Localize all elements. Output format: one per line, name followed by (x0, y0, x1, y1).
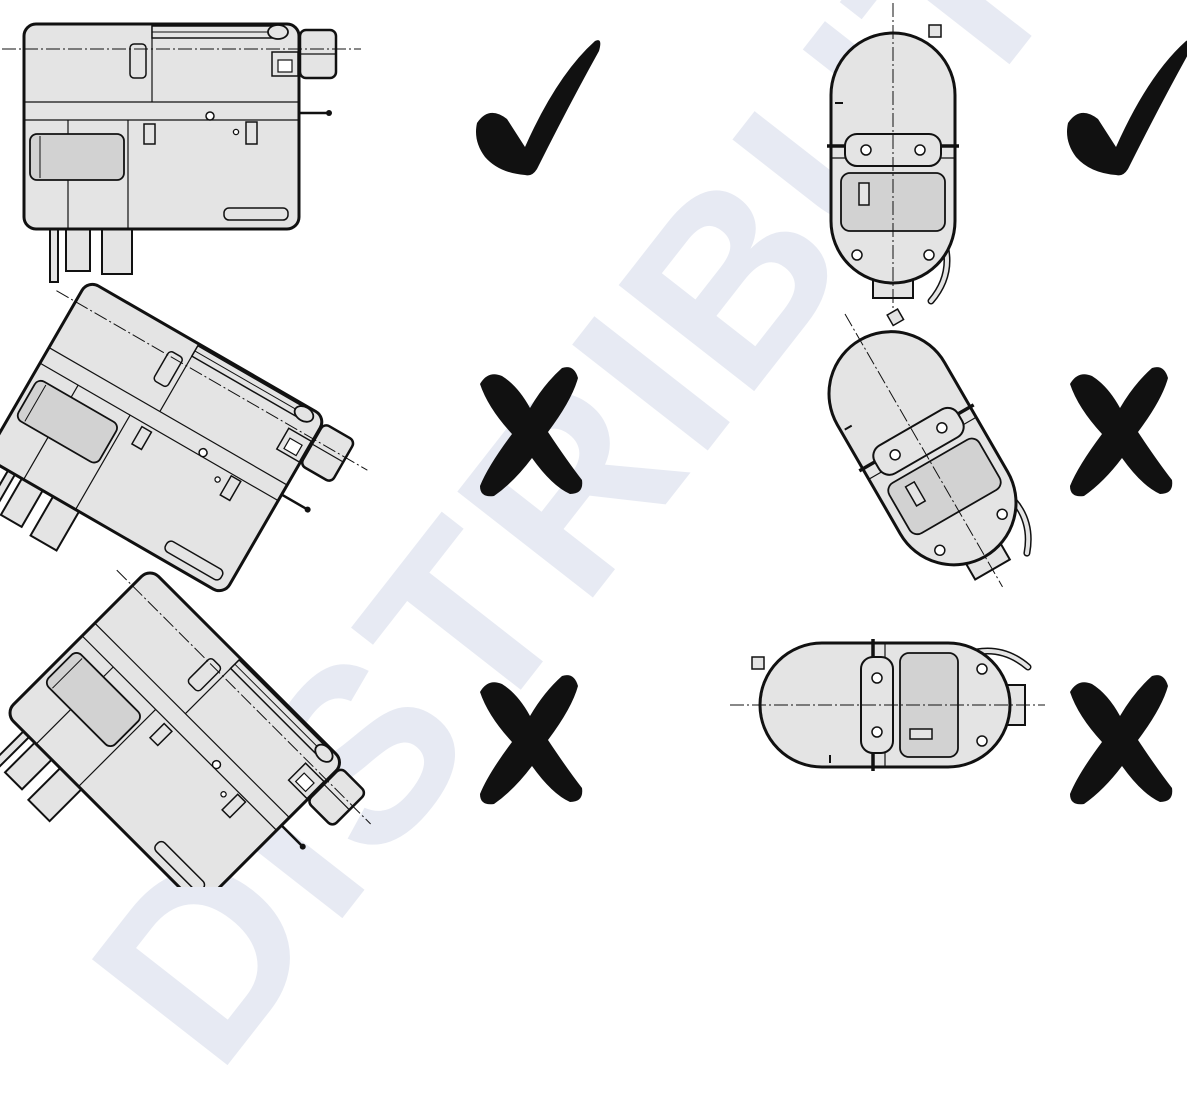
heater-end-view-tilted-90 (730, 639, 1045, 771)
heater-end-view-tilted-30 (788, 281, 1060, 620)
cross-mark-icon (1070, 675, 1173, 805)
heater-end-view-level (827, 3, 959, 318)
cross-mark-icon (1070, 367, 1173, 497)
check-mark-icon (1067, 40, 1187, 176)
cross-mark-icon (480, 367, 583, 497)
heater-side-view-tilted-45 (0, 550, 390, 887)
heater-side-view-level (0, 22, 363, 284)
check-mark-icon (476, 40, 601, 176)
cross-mark-icon (480, 675, 583, 805)
diagram-canvas (0, 0, 1187, 887)
